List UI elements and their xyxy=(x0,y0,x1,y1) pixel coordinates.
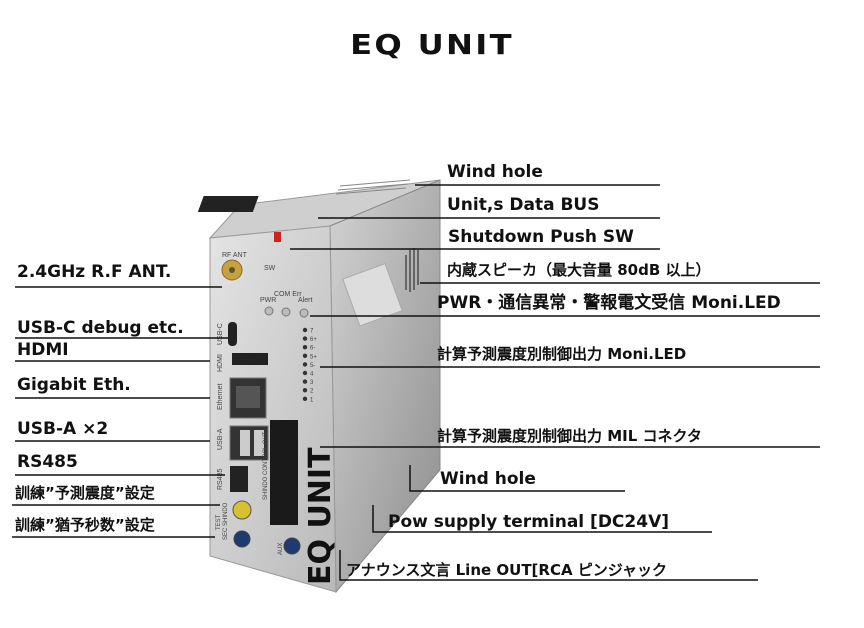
intensity-dial[interactable] xyxy=(232,500,252,520)
level-led xyxy=(302,370,308,376)
label-hdmi: HDMI xyxy=(17,340,69,360)
level-led xyxy=(302,345,308,350)
label-speaker: 内蔵スピーカ（最大音量 80dB 以上） xyxy=(447,261,711,279)
level-led-label: 2 xyxy=(310,389,314,395)
com-err-led xyxy=(281,307,291,317)
data-bus-connector xyxy=(197,196,259,212)
speaker-grille xyxy=(405,248,419,292)
sw-text: SW xyxy=(264,265,276,272)
level-led-label: 6- xyxy=(310,346,315,352)
usb-a-text: USB-A xyxy=(217,428,224,450)
label-data-bus: Unit,s Data BUS xyxy=(447,195,600,215)
level-led xyxy=(302,379,308,384)
level-led xyxy=(302,362,308,367)
level-led xyxy=(302,353,308,358)
seconds-dial[interactable] xyxy=(233,530,251,548)
label-line-out: アナウンス文言 Line OUT[RCA ピンジャック xyxy=(346,561,668,579)
alert-led-text: Alert xyxy=(298,297,312,304)
label-wind-hole-side: Wind hole xyxy=(440,469,536,489)
label-usbc: USB-C debug etc. xyxy=(17,318,184,338)
level-led-label: 5+ xyxy=(310,354,317,360)
level-led-label: 4 xyxy=(310,372,314,378)
level-led xyxy=(302,396,308,401)
label-output-led: 計算予測震度別制御出力 Moni.LED xyxy=(437,345,687,363)
level-led-label: 5- xyxy=(310,363,315,369)
shindo-control-text: SHINDO CONTROL OUT xyxy=(263,431,269,500)
sec-shindo-text: SEC SHINDO xyxy=(223,502,229,540)
pwr-led xyxy=(264,306,274,316)
usb-c-text: USB-C xyxy=(217,323,224,345)
alert-led xyxy=(299,308,309,318)
pwr-led-text: PWR xyxy=(260,297,276,304)
label-wind-hole-top: Wind hole xyxy=(447,162,543,182)
shutdown-push-button[interactable] xyxy=(274,232,281,242)
com-err-led-text: COM Err xyxy=(274,291,302,298)
label-rf-ant: 2.4GHz R.F ANT. xyxy=(17,262,172,282)
rs485-text: RS485 xyxy=(217,468,224,490)
aux-text: AUX xyxy=(278,543,284,555)
level-led-label: 1 xyxy=(310,397,314,403)
label-power-terminal: Pow supply terminal [DC24V] xyxy=(388,512,669,532)
usb-c-port[interactable] xyxy=(228,322,237,346)
device-front-face xyxy=(209,225,337,593)
ethernet-text: Ethernet xyxy=(217,383,224,410)
level-led xyxy=(302,327,308,333)
device-brand-logo: EQ UNIT xyxy=(303,447,338,585)
product-sticker xyxy=(342,263,403,327)
hdmi-text: HDMI xyxy=(217,354,224,372)
level-led-label: 7 xyxy=(310,329,314,335)
mil-connector[interactable] xyxy=(270,420,298,525)
hdmi-port[interactable] xyxy=(232,353,268,365)
leader-lines xyxy=(12,184,820,581)
level-led-label: 6+ xyxy=(310,337,317,343)
level-led xyxy=(302,336,308,341)
label-training-intensity: 訓練”予測震度”設定 xyxy=(15,484,155,502)
label-rs485: RS485 xyxy=(17,452,78,472)
level-led-label: 3 xyxy=(310,380,314,386)
label-shutdown-sw: Shutdown Push SW xyxy=(448,227,634,247)
rs485-port[interactable] xyxy=(230,466,248,492)
label-status-led: PWR・通信異常・警報電文受信 Moni.LED xyxy=(437,293,781,313)
label-ethernet: Gigabit Eth. xyxy=(17,375,131,395)
test-text: TEST xyxy=(216,514,222,530)
label-usba: USB-A ×2 xyxy=(17,419,109,439)
aux-rca-jack[interactable] xyxy=(283,537,301,555)
page-title: EQ UNIT xyxy=(350,28,514,61)
rf-ant-text: RF ANT xyxy=(222,252,248,259)
level-led xyxy=(302,388,308,393)
label-training-seconds: 訓練”猶予秒数”設定 xyxy=(15,516,155,534)
label-mil-connector: 計算予測震度別制御出力 MIL コネクタ xyxy=(437,427,702,445)
top-wind-hole xyxy=(335,179,411,195)
